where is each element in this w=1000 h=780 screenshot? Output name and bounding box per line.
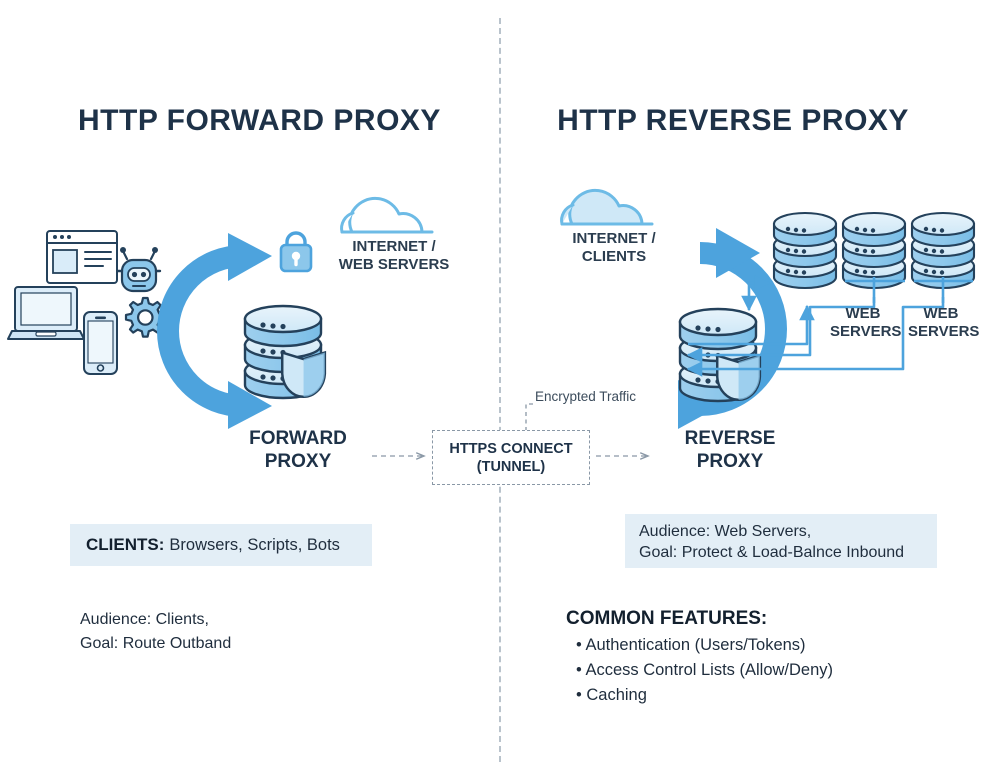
routing-arrows <box>686 275 973 377</box>
clients-box-label: CLIENTS: <box>86 535 165 554</box>
browser-window-icon <box>46 230 118 284</box>
client-devices-group <box>7 230 166 375</box>
shield-icon <box>281 350 327 399</box>
label-web-servers-1: WEB SERVERS <box>830 305 902 340</box>
laptop-icon <box>7 286 85 340</box>
clients-info-box: CLIENTS: Browsers, Scripts, Bots <box>70 524 372 566</box>
cloud-icon-right <box>560 188 654 226</box>
forward-flow-arc-icon <box>157 233 272 429</box>
robot-icon <box>116 247 162 293</box>
common-features-title: COMMON FEATURES: <box>566 608 768 629</box>
smartphone-icon <box>83 311 118 375</box>
web-server-stack-2 <box>841 211 907 290</box>
audience-line-2: Goal: Protect & Load-Balnce Inbound <box>639 544 905 561</box>
cloud-icon-left <box>340 196 434 234</box>
feature-item: • Authentication (Users/Tokens) <box>576 636 806 654</box>
shield-icon <box>716 353 762 402</box>
forward-proxy-server-icon <box>243 304 327 400</box>
feature-item: • Access Control Lists (Allow/Deny) <box>576 661 834 679</box>
label-web-servers-2: WEB SERVERS <box>908 305 980 340</box>
page-title-reverse-proxy: HTTP REVERSE PROXY <box>557 104 909 137</box>
feature-item: • Caching <box>576 686 647 704</box>
page-title-forward-proxy: HTTP FORWARD PROXY <box>78 104 441 137</box>
audience-line-1: Audience: Web Servers, <box>639 523 812 540</box>
https-connect-tunnel-box: HTTPS CONNECT (TUNNEL) <box>432 430 590 485</box>
common-features-block: COMMON FEATURES: • Authentication (Users… <box>566 608 946 708</box>
web-server-stack-1 <box>772 211 838 290</box>
note-line-2: Goal: Route Outband <box>80 635 232 652</box>
note-line-1: Audience: Clients, <box>80 611 209 628</box>
label-reverse-proxy: REVERSE PROXY <box>684 428 776 472</box>
label-internet-clients: INTERNET / CLIENTS <box>572 230 656 265</box>
tunnel-connectors <box>372 403 650 460</box>
label-encrypted-traffic: Encrypted Traffic <box>535 389 637 404</box>
audience-info-box: Audience: Web Servers, Goal: Protect & L… <box>625 514 937 568</box>
tunnel-label: HTTPS CONNECT (TUNNEL) <box>449 440 573 475</box>
forward-proxy-notes: Audience: Clients, Goal: Route Outband <box>80 608 231 656</box>
gear-icon <box>124 296 166 338</box>
padlock-icon <box>279 231 313 273</box>
web-server-stack-3 <box>910 211 976 290</box>
center-divider <box>499 18 501 762</box>
label-internet-web-servers: INTERNET / WEB SERVERS <box>338 238 450 273</box>
label-forward-proxy: FORWARD PROXY <box>249 428 347 472</box>
clients-box-value: Browsers, Scripts, Bots <box>169 535 340 554</box>
